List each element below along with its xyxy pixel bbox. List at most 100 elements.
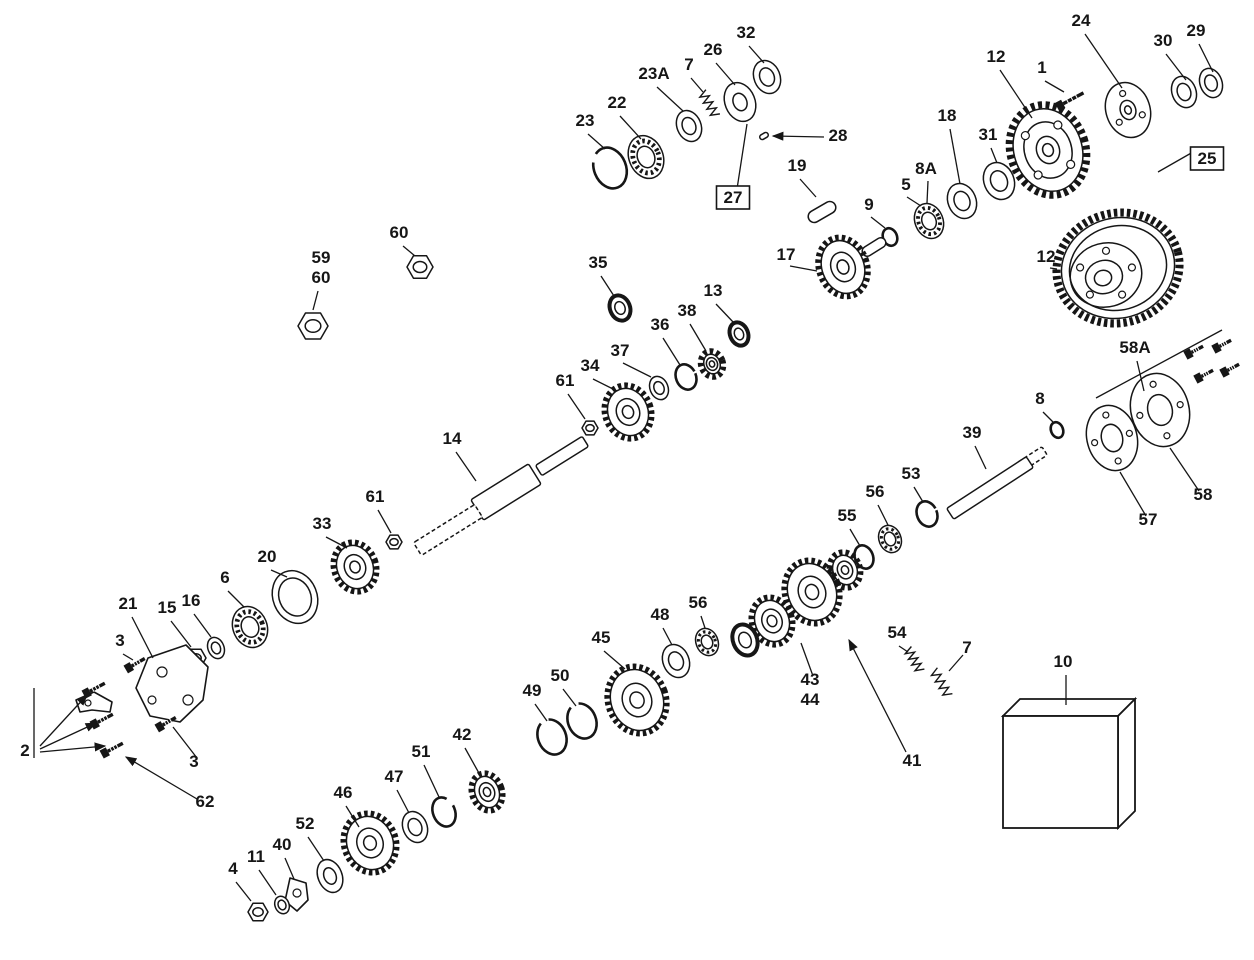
ring-32 — [752, 59, 782, 95]
part-label-46: 46 — [334, 783, 353, 802]
part-label-30: 30 — [1154, 31, 1173, 50]
part-label-11: 11 — [247, 847, 265, 866]
gear-43-main — [786, 562, 838, 622]
part-label-19: 19 — [788, 156, 807, 175]
spring-7-top — [698, 89, 721, 117]
screw-3-lower — [163, 721, 167, 726]
gear-34 — [601, 382, 655, 442]
gear-33 — [349, 560, 361, 574]
leader-line — [193, 613, 212, 638]
part-label-50: 50 — [551, 666, 570, 685]
bushing-35 — [614, 300, 626, 316]
part-label-48: 48 — [651, 605, 670, 624]
screw-58A-2 — [1211, 342, 1222, 354]
gear-34 — [615, 397, 641, 427]
washer-52 — [316, 858, 344, 894]
gear-34 — [606, 387, 650, 437]
part-label-3: 3 — [189, 752, 198, 771]
chain-sprocket-12 — [1005, 101, 1091, 199]
clutch-drum-12 — [1084, 259, 1124, 295]
part-label-36: 36 — [651, 315, 670, 334]
part-label-9: 9 — [864, 195, 873, 214]
leader-line — [662, 337, 681, 366]
washer-16 — [206, 636, 226, 660]
part-label-45: 45 — [592, 628, 611, 647]
gear-38 — [697, 348, 727, 380]
hub-43-44 — [730, 622, 760, 658]
clutch-drum-12 — [1127, 263, 1137, 272]
gear-38 — [708, 360, 716, 368]
screw-2c — [112, 745, 116, 751]
callout-arrow — [39, 722, 98, 750]
screw-2a — [81, 681, 106, 699]
clutch-disc-24 — [1119, 99, 1137, 121]
gear-46 — [345, 815, 395, 871]
countershaft-39 — [946, 456, 1034, 520]
mainshaft-14-mid — [470, 463, 542, 521]
clutch-drum-12 — [1117, 290, 1127, 299]
gear-46 — [340, 810, 400, 876]
screw-1 — [1070, 96, 1074, 102]
leader-line — [587, 133, 606, 150]
gear-45 — [609, 668, 665, 732]
screw-58A-2 — [1222, 341, 1226, 347]
part-label-13: 13 — [704, 281, 723, 300]
clutch-disc-24 — [1104, 81, 1152, 139]
label-box-27 — [715, 185, 751, 210]
gasket-57 — [1102, 411, 1110, 419]
part-label-59: 59 — [312, 248, 331, 267]
screw-2b — [105, 715, 109, 720]
part-label-21: 21 — [119, 594, 138, 613]
nut-4 — [252, 907, 264, 917]
screw-58A-1 — [1192, 348, 1196, 354]
screw-3-lower — [154, 716, 177, 733]
gear-44-low — [753, 599, 791, 643]
leader-line — [656, 86, 684, 112]
part-label-24: 24 — [1072, 11, 1091, 30]
gear-17 — [820, 239, 866, 295]
part-label-35: 35 — [589, 253, 608, 272]
part-label-39: 39 — [963, 423, 982, 442]
screw-58A-1 — [1183, 348, 1194, 360]
parts-box-10 — [1002, 715, 1119, 829]
gear-17 — [829, 251, 857, 283]
washer-31 — [989, 170, 1009, 192]
washer-16 — [210, 641, 222, 655]
plate-58 — [1129, 372, 1191, 448]
leader-line — [600, 275, 615, 297]
clutch-drum-12 — [1085, 290, 1095, 299]
screw-3-lower — [169, 718, 173, 723]
leader-line — [464, 747, 481, 776]
part-label-22: 22 — [608, 93, 627, 112]
part-label-6: 6 — [220, 568, 229, 587]
part-label-40: 40 — [273, 835, 292, 854]
callout-arrow — [771, 131, 825, 141]
gasket-57 — [1091, 439, 1099, 447]
nut-60-single — [412, 260, 428, 274]
leader-line — [736, 123, 748, 190]
bearing-6 — [231, 605, 269, 649]
clutch-disc-24 — [1123, 105, 1133, 115]
gear-45 — [604, 663, 670, 737]
leader-line — [307, 836, 325, 862]
ring-32 — [758, 67, 776, 87]
plate-29 — [1198, 67, 1224, 99]
part-label-25: 25 — [1198, 149, 1217, 168]
gear-38 — [705, 356, 719, 372]
screw-58A-4 — [1219, 366, 1230, 378]
leader-line — [1042, 411, 1054, 423]
screw-58A-2 — [1224, 340, 1228, 346]
snap-ring-51 — [431, 796, 457, 828]
nut-4 — [247, 902, 269, 922]
washer-47 — [401, 810, 429, 844]
parts-box-10 — [1000, 698, 1138, 717]
nut-61-upper — [585, 423, 595, 433]
leader-line — [172, 726, 198, 759]
bearing-56-upper — [694, 627, 720, 657]
screw-3-upper — [123, 657, 146, 674]
leader-line — [235, 881, 252, 902]
nut-61-lower — [389, 537, 399, 547]
part-label-60: 60 — [312, 268, 331, 287]
leader-line — [799, 178, 817, 198]
bracket-2 — [84, 699, 92, 707]
